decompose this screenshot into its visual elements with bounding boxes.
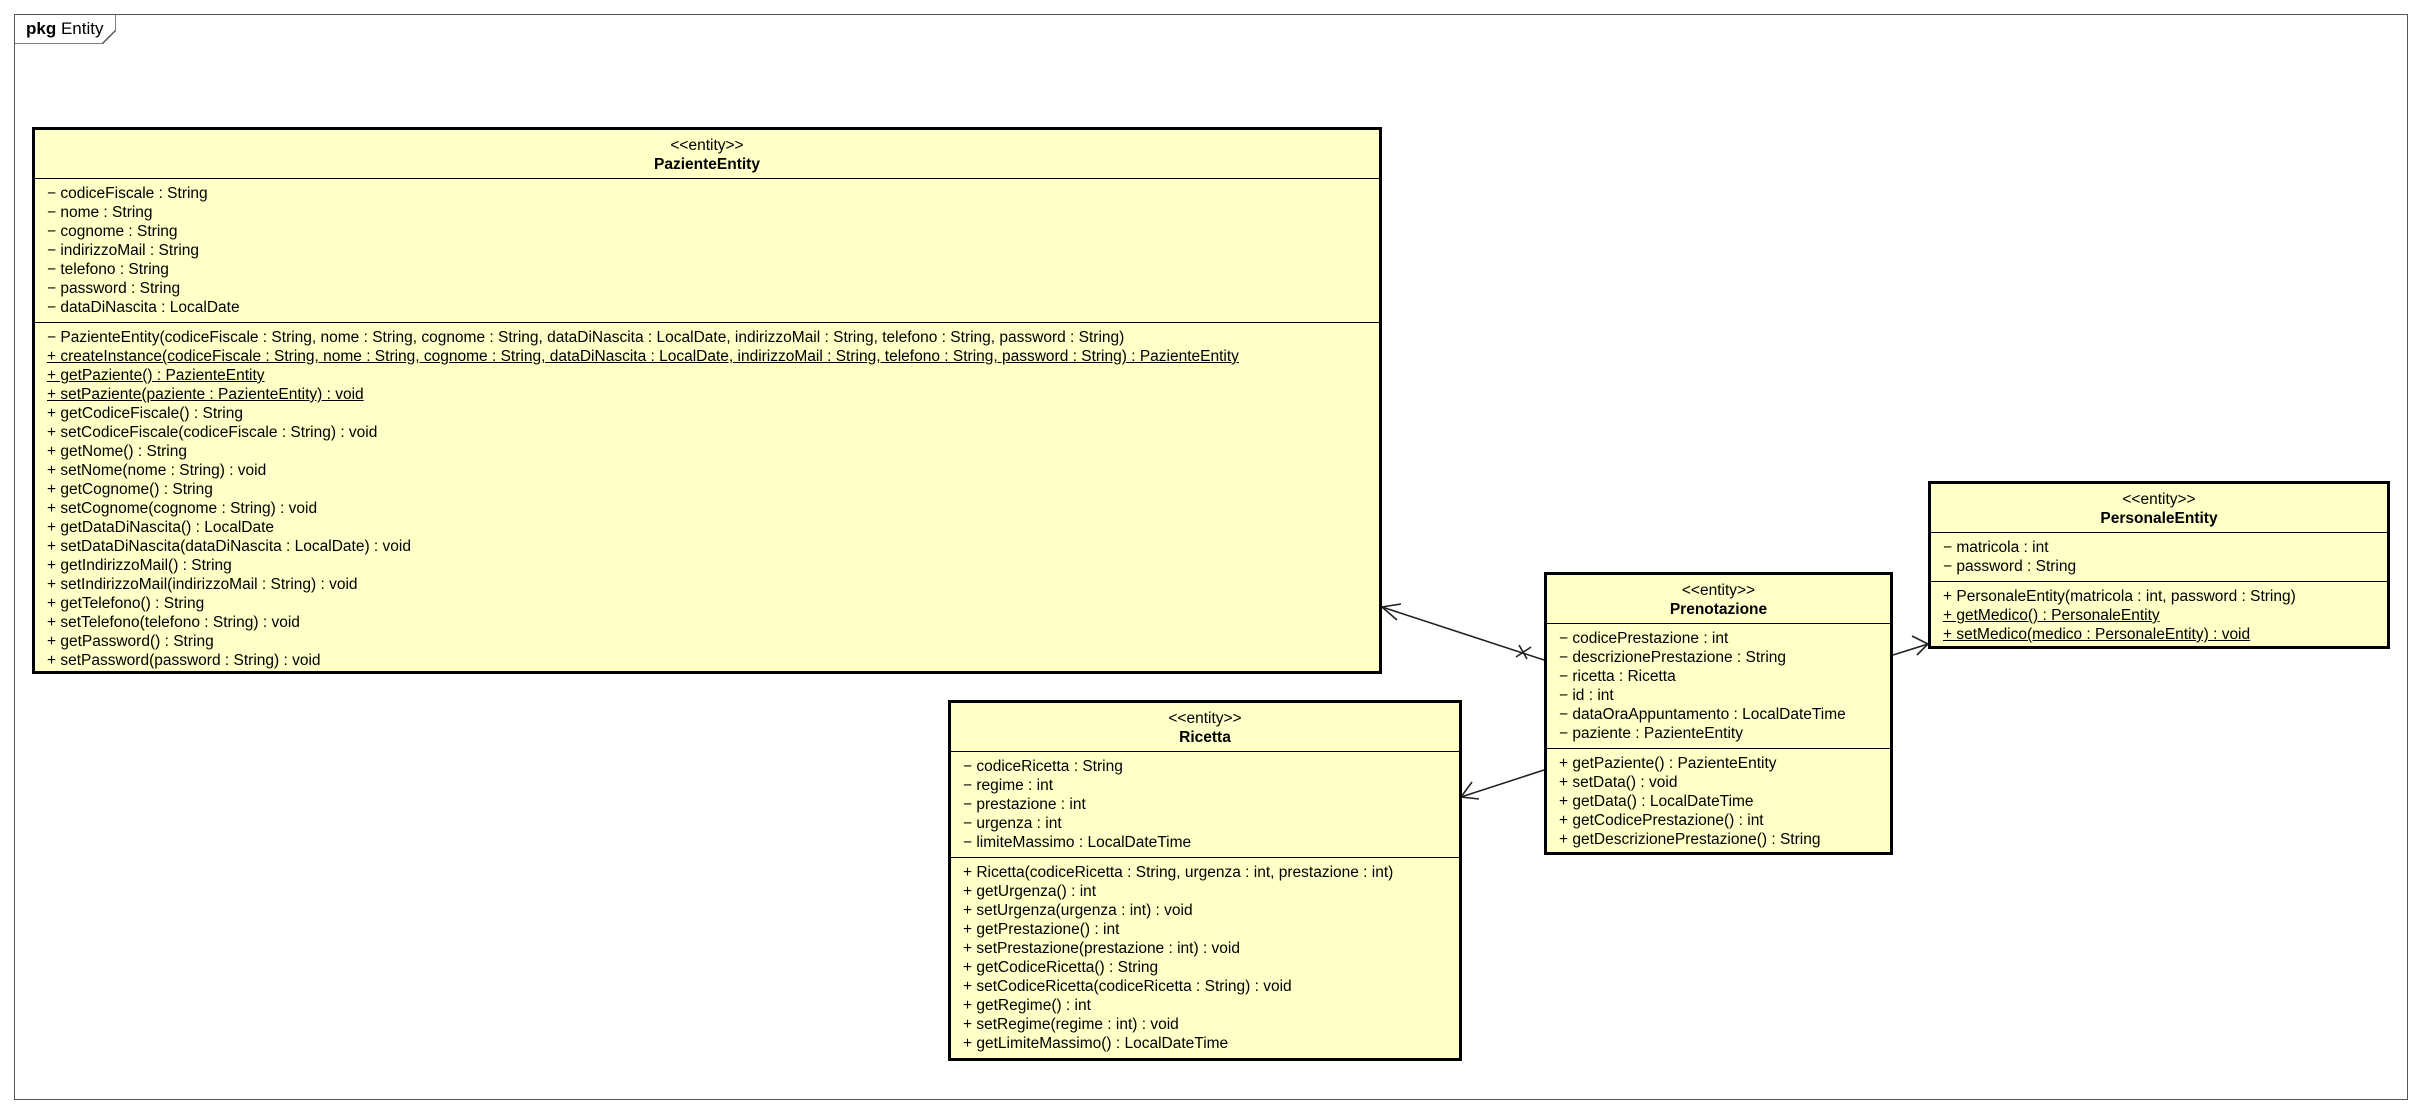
operation-row: + getTelefono() : String <box>47 595 205 612</box>
stereotype: <<entity>> <box>1168 710 1242 727</box>
class-name: Prenotazione <box>1669 601 1768 618</box>
operation-row: + createInstance(codiceFiscale : String,… <box>47 348 1239 365</box>
assoc-prenotazione-personale <box>1892 643 1929 656</box>
attributes-section: − codiceFiscale : String − nome : String −… <box>35 179 1379 322</box>
attribute-row: − ricetta : Ricetta <box>1559 668 1676 685</box>
operation-row: + getDescrizionePrestazione() : String <box>1559 831 1821 848</box>
operations-section: + PersonaleEntity(matricola : int, passw… <box>1931 581 2387 649</box>
operation-row: + PersonaleEntity(matricola : int, passw… <box>1943 588 2296 605</box>
attributes-section: − matricola : int − password : String <box>1931 533 2387 581</box>
operation-row: + setCodiceRicetta(codiceRicetta : Strin… <box>963 978 1292 995</box>
attribute-row: − prestazione : int <box>963 796 1086 813</box>
operation-row: + setIndirizzoMail(indirizzoMail : Strin… <box>47 576 358 593</box>
attribute-row: − password : String <box>1943 558 2077 575</box>
class-personale-entity[interactable]: <<entity>> PersonaleEntity − matricola :… <box>1928 481 2390 649</box>
attribute-row: − paziente : PazienteEntity <box>1559 725 1743 742</box>
operations-section: + getPaziente() : PazienteEntity + setDat… <box>1547 748 1890 854</box>
stereotype: <<entity>> <box>1681 582 1756 599</box>
operation-row: + getDataDiNascita() : LocalDate <box>47 519 275 536</box>
operation-row: + getPaziente() : PazienteEntity <box>1559 755 1777 772</box>
operation-row: + getPaziente() : PazienteEntity <box>47 367 265 384</box>
class-ricetta[interactable]: <<entity>> Ricetta − codiceRicetta : Str… <box>948 700 1462 1061</box>
operation-row: + getCodiceRicetta() : String <box>963 959 1159 976</box>
attribute-row: − indirizzoMail : String <box>47 242 200 259</box>
attribute-row: − telefono : String <box>47 261 169 278</box>
package-frame <box>14 14 2408 1100</box>
stereotype: <<entity>> <box>670 137 744 154</box>
attribute-row: − urgenza : int <box>963 815 1062 832</box>
attribute-row: − regime : int <box>963 777 1054 794</box>
attribute-row: − descrizionePrestazione : String <box>1559 649 1787 666</box>
attribute-row: − limiteMassimo : LocalDateTime <box>963 834 1192 851</box>
operations-section: + Ricetta(codiceRicetta : String, urgenz… <box>951 857 1459 1058</box>
attribute-row: − dataOraAppuntamento : LocalDateTime <box>1559 706 1846 723</box>
operation-row: + getIndirizzoMail() : String <box>47 557 232 574</box>
class-paziente-entity[interactable]: <<entity>> PazienteEntity − codiceFiscal… <box>32 127 1382 674</box>
attribute-row: − codiceFiscale : String <box>47 185 208 202</box>
operation-row: + setData() : void <box>1559 774 1678 791</box>
operation-row: + getCodiceFiscale() : String <box>47 405 243 422</box>
operation-row: + getUrgenza() : int <box>963 883 1097 900</box>
attribute-row: − password : String <box>47 280 181 297</box>
stereotype: <<entity>> <box>2122 491 2196 508</box>
assoc-prenotazione-paziente <box>1381 606 1545 661</box>
attribute-row: − cognome : String <box>47 223 178 240</box>
assoc-prenotazione-ricetta <box>1460 769 1545 798</box>
attribute-row: − codicePrestazione : int <box>1559 630 1729 647</box>
operation-row: − PazienteEntity(codiceFiscale : String,… <box>47 329 1125 346</box>
operation-row: + getMedico() : PersonaleEntity <box>1943 607 2160 624</box>
class-name: PersonaleEntity <box>2100 510 2218 527</box>
package-label: pkg Entity <box>26 18 104 40</box>
package-keyword: pkg <box>26 19 57 38</box>
package-name: Entity <box>60 19 104 38</box>
operation-row: + setPaziente(paziente : PazienteEntity)… <box>47 386 364 403</box>
attribute-row: − dataDiNascita : LocalDate <box>47 299 240 316</box>
operation-row: + setPassword(password : String) : void <box>47 652 321 669</box>
operations-section: − PazienteEntity(codiceFiscale : String,… <box>35 322 1379 675</box>
attribute-row: − codiceRicetta : String <box>963 758 1123 775</box>
operation-row: + setPrestazione(prestazione : int) : vo… <box>963 940 1240 957</box>
package-tab <box>14 14 116 44</box>
attributes-section: − codiceRicetta : String − regime : int − … <box>951 752 1459 857</box>
operation-row: + getPrestazione() : int <box>963 921 1120 938</box>
operation-row: + Ricetta(codiceRicetta : String, urgenz… <box>963 864 1394 881</box>
operation-row: + setNome(nome : String) : void <box>47 462 267 479</box>
operation-row: + getData() : LocalDateTime <box>1559 793 1754 810</box>
operation-row: + getNome() : String <box>47 443 187 460</box>
operation-row: + setTelefono(telefono : String) : void <box>47 614 300 631</box>
operation-row: + setRegime(regime : int) : void <box>963 1016 1179 1033</box>
operation-row: + setMedico(medico : PersonaleEntity) : … <box>1943 626 2251 643</box>
attributes-section: − codicePrestazione : int − descrizionePr… <box>1547 624 1890 748</box>
operation-row: + getCodicePrestazione() : int <box>1559 812 1764 829</box>
operation-row: + getCognome() : String <box>47 481 213 498</box>
operation-row: + setDataDiNascita(dataDiNascita : Local… <box>47 538 411 555</box>
arrowhead-personale <box>1911 635 1930 656</box>
class-name: PazienteEntity <box>654 156 760 173</box>
class-prenotazione[interactable]: <<entity>> Prenotazione − codicePrestazi… <box>1544 572 1893 855</box>
operation-row: + getPassword() : String <box>47 633 214 650</box>
operation-row: + setUrgenza(urgenza : int) : void <box>963 902 1193 919</box>
operation-row: + setCodiceFiscale(codiceFiscale : Strin… <box>47 424 378 441</box>
operation-row: + setCognome(cognome : String) : void <box>47 500 318 517</box>
class-name: Ricetta <box>1179 729 1231 746</box>
arrowhead-paziente <box>1380 603 1402 621</box>
operation-row: + getRegime() : int <box>963 997 1091 1014</box>
attribute-row: − matricola : int <box>1943 539 2049 556</box>
attribute-row: − nome : String <box>47 204 153 221</box>
operation-row: + getLimiteMassimo() : LocalDateTime <box>963 1035 1229 1052</box>
attribute-row: − id : int <box>1559 687 1614 704</box>
